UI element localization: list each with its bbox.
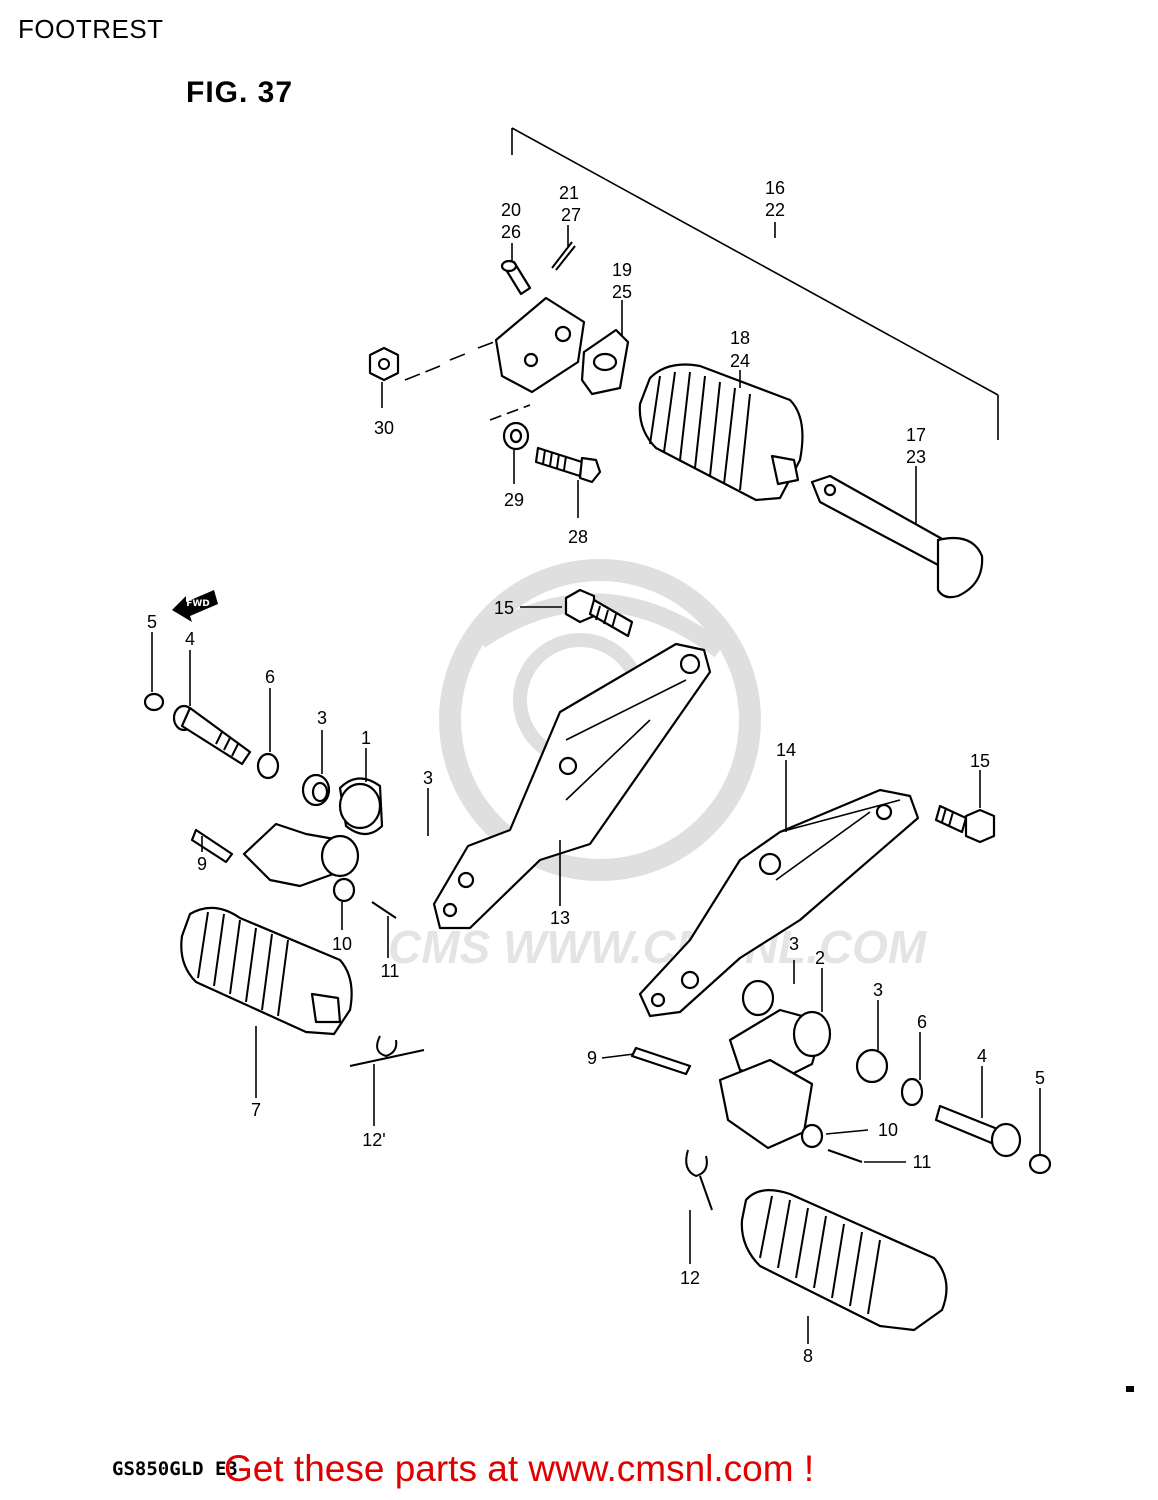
footpeg-shaft-17-23 bbox=[810, 474, 984, 599]
callout-9-left: 9 bbox=[197, 854, 207, 874]
watermark-text: CMS WWW.CMSNL.COM bbox=[388, 921, 927, 973]
leader-lines bbox=[151, 225, 1041, 1344]
page-title: FOOTREST bbox=[18, 14, 164, 44]
pin-20-26 bbox=[500, 259, 532, 296]
washer-6-left bbox=[256, 752, 280, 780]
bolt-15-right bbox=[934, 804, 996, 844]
callout-21: 21 bbox=[559, 183, 579, 203]
callout-12-left: 12' bbox=[362, 1130, 385, 1150]
callout-15-upper: 15 bbox=[494, 598, 514, 618]
washer-6-right bbox=[900, 1077, 924, 1107]
cotter-pin-21-27 bbox=[551, 241, 576, 271]
pin-4-right bbox=[934, 1104, 1022, 1158]
callout-6-right: 6 bbox=[917, 1012, 927, 1032]
callout-5-left: 5 bbox=[147, 612, 157, 632]
footpeg-bracket-left bbox=[242, 822, 360, 888]
pin-9-right bbox=[630, 1046, 692, 1076]
model-code: GS850GLD E3 bbox=[112, 1458, 238, 1480]
callout-13: 13 bbox=[550, 908, 570, 928]
bracket-14 bbox=[638, 788, 920, 1018]
footpeg-rubber-18-24 bbox=[638, 363, 804, 502]
fwd-arrow: FWD bbox=[172, 590, 218, 622]
callout-26: 26 bbox=[501, 222, 521, 242]
callout-7: 7 bbox=[251, 1100, 261, 1120]
callout-4-left: 4 bbox=[185, 629, 195, 649]
rear-footrest-assembly bbox=[368, 241, 984, 599]
callout-11-right: 11 bbox=[913, 1152, 932, 1172]
callout-29: 29 bbox=[504, 490, 524, 510]
bushing-3-right-a bbox=[741, 979, 775, 1017]
gasket-19-25 bbox=[580, 328, 630, 396]
callout-3-right-a: 3 bbox=[789, 934, 799, 954]
callout-27: 27 bbox=[561, 205, 581, 225]
callout-16: 16 bbox=[765, 178, 785, 198]
washer-29 bbox=[502, 421, 530, 451]
spring-12-left bbox=[349, 1035, 425, 1067]
callout-10-left: 10 bbox=[332, 934, 352, 954]
cap-nut-5-right bbox=[1028, 1153, 1052, 1175]
left-footrest-group bbox=[143, 692, 425, 1067]
callout-6-left: 6 bbox=[265, 667, 275, 687]
callout-17: 17 bbox=[906, 425, 926, 445]
callout-14: 14 bbox=[776, 740, 796, 760]
figure-label: FIG. 37 bbox=[186, 76, 294, 109]
callout-25: 25 bbox=[612, 282, 632, 302]
callout-2: 2 bbox=[815, 948, 825, 968]
bolt-28 bbox=[534, 446, 602, 484]
callout-15-right: 15 bbox=[970, 751, 990, 771]
callout-5-right: 5 bbox=[1035, 1068, 1045, 1088]
right-footrest-group bbox=[630, 979, 1052, 1332]
footpeg-rubber-8 bbox=[740, 1189, 948, 1332]
cotter-11-right bbox=[827, 1149, 863, 1163]
buy-parts-link[interactable]: Get these parts at www.cmsnl.com ! bbox=[224, 1448, 815, 1489]
footpeg-rubber-7 bbox=[180, 906, 353, 1036]
callout-24: 24 bbox=[730, 351, 750, 371]
callout-23: 23 bbox=[906, 447, 926, 467]
callout-12-right: 12 bbox=[680, 1268, 700, 1288]
callout-20: 20 bbox=[501, 200, 521, 220]
washer-10-right bbox=[800, 1123, 824, 1149]
pivot-2 bbox=[718, 1008, 832, 1150]
bracket-13 bbox=[432, 642, 712, 930]
callout-labels: 20 26 21 27 16 22 19 25 18 24 30 17 23 2… bbox=[147, 178, 1045, 1366]
bracket-hinge bbox=[494, 296, 586, 394]
fwd-label: FWD bbox=[186, 599, 210, 609]
callout-4-right: 4 bbox=[977, 1046, 987, 1066]
nut-30 bbox=[368, 346, 400, 382]
callout-9-right: 9 bbox=[587, 1048, 597, 1068]
callout-11-left: 11 bbox=[381, 961, 400, 981]
callout-28: 28 bbox=[568, 527, 588, 547]
callout-8: 8 bbox=[803, 1346, 813, 1366]
bushing-3-left bbox=[301, 773, 331, 807]
callout-3-right-b: 3 bbox=[873, 980, 883, 1000]
bushing-3-right-b bbox=[855, 1048, 889, 1084]
callout-3-middle: 3 bbox=[423, 768, 433, 788]
washer-10-left bbox=[332, 877, 356, 903]
cap-nut-5-left bbox=[143, 692, 165, 712]
pin-4-left bbox=[172, 704, 252, 766]
callout-18: 18 bbox=[730, 328, 750, 348]
callout-22: 22 bbox=[765, 200, 785, 220]
bolt-15-upper bbox=[564, 588, 634, 638]
callout-10-right: 10 bbox=[878, 1120, 898, 1140]
corner-mark bbox=[1126, 1386, 1134, 1392]
callout-19: 19 bbox=[612, 260, 632, 280]
callout-3-left: 3 bbox=[317, 708, 327, 728]
assembly-bracket bbox=[511, 127, 999, 440]
spring-12-right bbox=[685, 1149, 713, 1211]
callout-30: 30 bbox=[374, 418, 394, 438]
callout-1: 1 bbox=[361, 728, 371, 748]
pivot-1 bbox=[338, 777, 384, 836]
cotter-11-left bbox=[371, 901, 397, 919]
